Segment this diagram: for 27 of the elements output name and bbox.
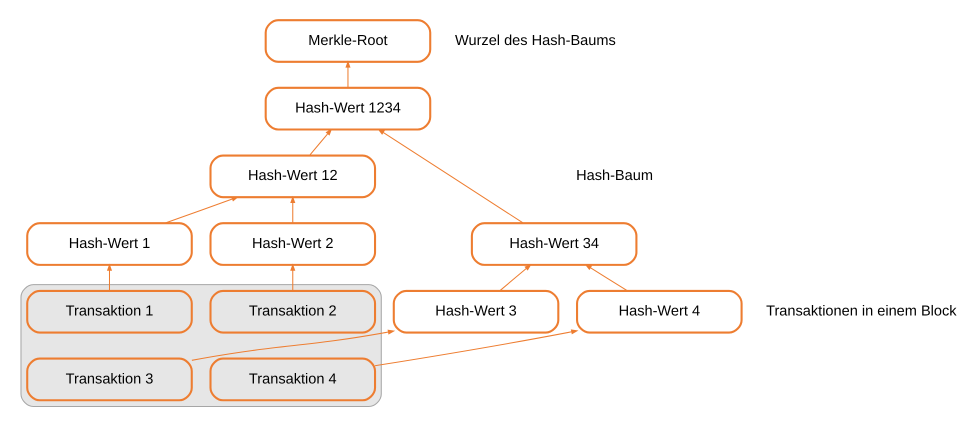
arrow bbox=[106, 263, 112, 291]
node-box: Hash-Wert 4 bbox=[576, 290, 743, 334]
node-box: Hash-Wert 1234 bbox=[264, 86, 432, 131]
label: Wurzel des Hash-Baums bbox=[455, 32, 616, 49]
node-box: Hash-Wert 34 bbox=[470, 222, 638, 266]
arrow bbox=[500, 264, 532, 292]
cluster bbox=[20, 284, 382, 408]
arrow bbox=[374, 329, 578, 366]
node-box: Transaktion 4 bbox=[209, 358, 376, 402]
label: Hash-Baum bbox=[576, 168, 653, 184]
node-box: Transaktion 1 bbox=[26, 290, 193, 334]
arrow bbox=[345, 60, 351, 88]
node-box: Transaktion 2 bbox=[209, 290, 376, 334]
arrow bbox=[164, 196, 239, 224]
node-box: Hash-Wert 3 bbox=[392, 290, 560, 334]
node-box: Transaktion 3 bbox=[26, 358, 193, 402]
label: Transaktionen in einem Block bbox=[766, 304, 957, 320]
arrow bbox=[309, 128, 332, 156]
arrow bbox=[377, 128, 524, 224]
node-box: Hash-Wert 1 bbox=[26, 222, 193, 266]
arrow bbox=[584, 264, 628, 292]
arrow bbox=[290, 196, 296, 223]
node-box: Hash-Wert 12 bbox=[209, 154, 376, 198]
node-box: Hash-Wert 2 bbox=[209, 222, 376, 266]
arrow bbox=[290, 263, 296, 291]
node-box: Merkle-Root bbox=[264, 19, 432, 63]
arrow bbox=[192, 330, 396, 361]
